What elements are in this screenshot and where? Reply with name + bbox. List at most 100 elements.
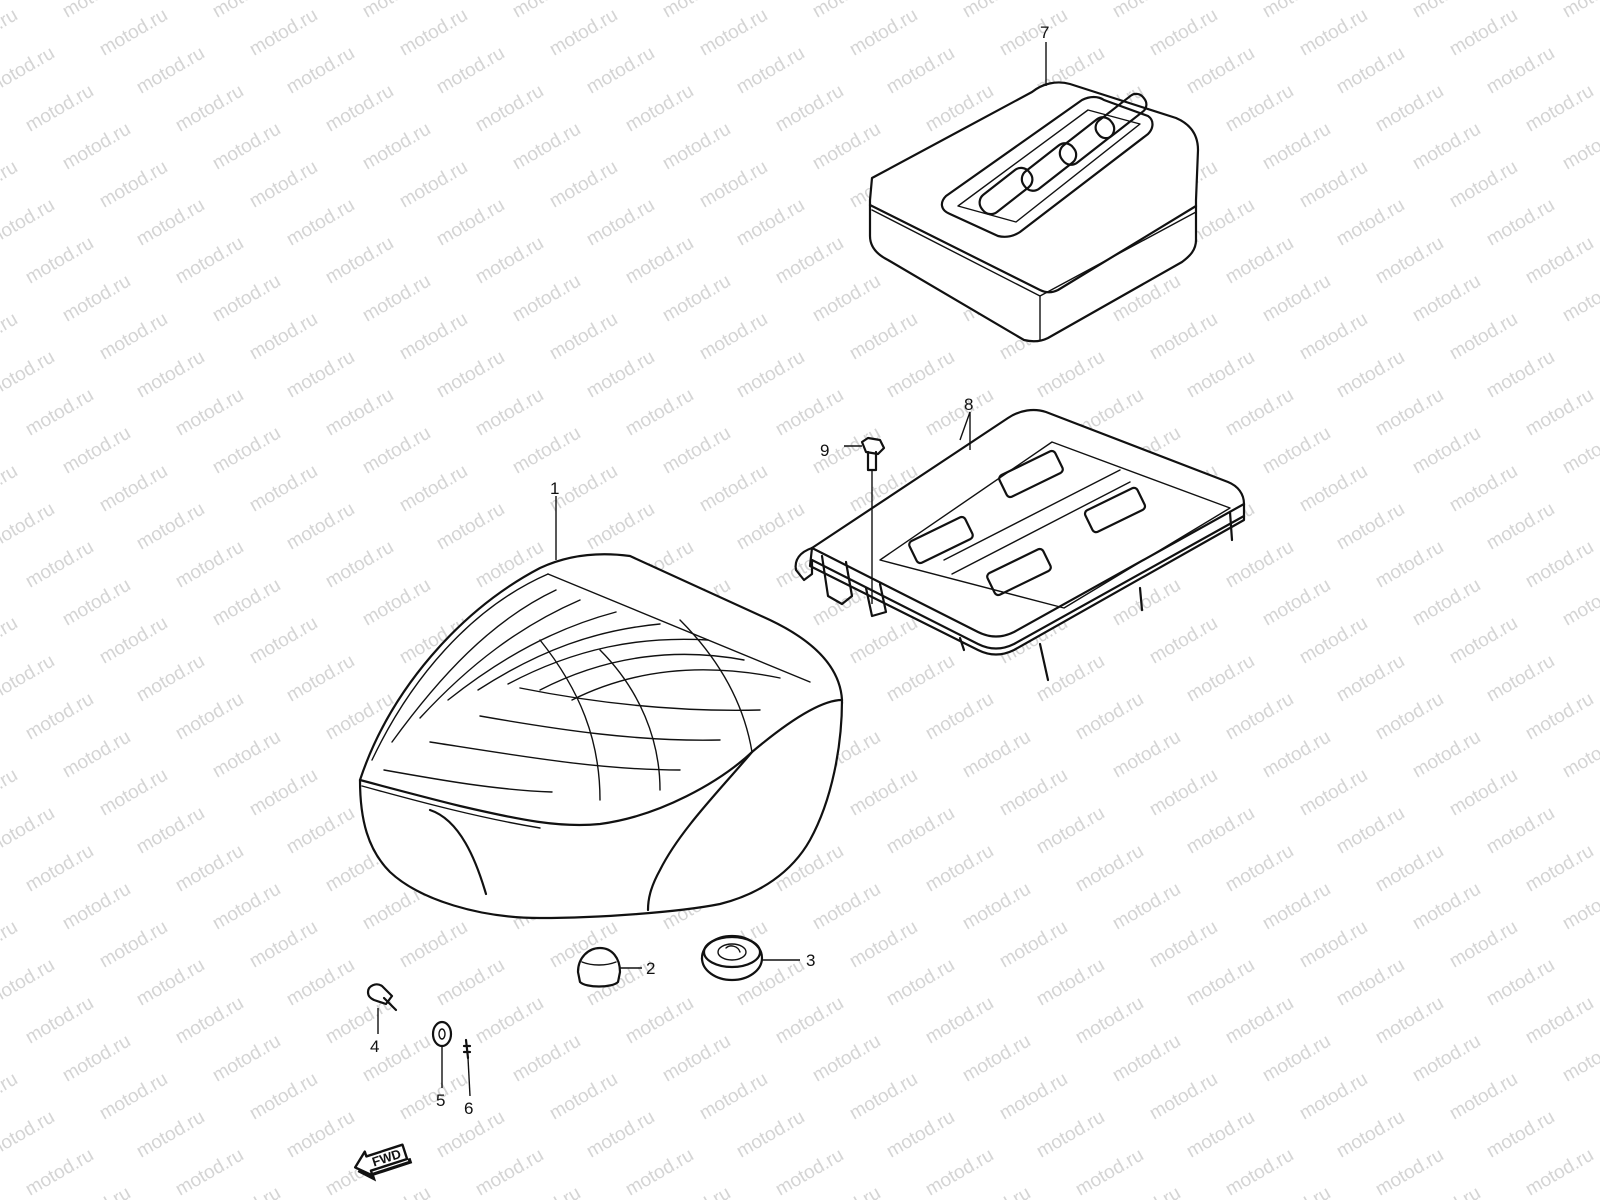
watermark-text: motod.ru (659, 271, 734, 327)
watermark-text: motod.ru (1372, 385, 1447, 441)
callout-8: 8 (964, 395, 973, 414)
watermark-text: motod.ru (883, 803, 958, 859)
watermark-text: motod.ru (1296, 613, 1371, 669)
watermark-text: motod.ru (1222, 841, 1297, 897)
watermark-text: motod.ru (1146, 5, 1221, 61)
watermark-text: motod.ru (509, 119, 584, 175)
watermark-text: motod.ru (846, 309, 921, 365)
watermark-text: motod.ru (772, 385, 847, 441)
watermark-text: motod.ru (1296, 5, 1371, 61)
watermark-text: motod.ru (172, 993, 247, 1049)
watermark-text: motod.ru (696, 309, 771, 365)
callout-7: 7 (1040, 23, 1049, 42)
part-rear-carrier (794, 408, 1246, 682)
watermark-text: motod.ru (172, 81, 247, 137)
watermark-text: motod.ru (22, 537, 97, 593)
watermark-text: motod.ru (396, 1069, 471, 1125)
watermark-text: motod.ru (509, 1031, 584, 1087)
watermark-text: motod.ru (172, 1145, 247, 1200)
watermark-text: motod.ru (359, 1183, 434, 1200)
watermark-text: motod.ru (1222, 537, 1297, 593)
watermark-text: motod.ru (622, 385, 697, 441)
watermark-text: motod.ru (996, 765, 1071, 821)
watermark-text: motod.ru (433, 955, 508, 1011)
watermark-text: motod.ru (1522, 841, 1597, 897)
watermark-text: motod.ru (1522, 537, 1597, 593)
watermark-text: motod.ru (659, 0, 734, 22)
watermark-text: motod.ru (22, 233, 97, 289)
watermark-text: motod.ru (96, 613, 171, 669)
watermark-text: motod.ru (1596, 157, 1600, 213)
watermark-text: motod.ru (583, 499, 658, 555)
watermark-text: motod.ru (433, 43, 508, 99)
watermark-text: motod.ru (1483, 499, 1558, 555)
watermark-text: motod.ru (472, 81, 547, 137)
watermark-text: motod.ru (1409, 879, 1484, 935)
watermark-text: motod.ru (1372, 81, 1447, 137)
watermark-text: motod.ru (133, 651, 208, 707)
watermark-text: motod.ru (96, 5, 171, 61)
watermark-text: motod.ru (1146, 309, 1221, 365)
watermark-text: motod.ru (246, 917, 321, 973)
watermark-text: motod.ru (1259, 423, 1334, 479)
watermark-text: motod.ru (59, 119, 134, 175)
watermark-text: motod.ru (1483, 347, 1558, 403)
watermark-text: motod.ru (1409, 423, 1484, 479)
watermark-text: motod.ru (209, 575, 284, 631)
watermark-text: motod.ru (209, 423, 284, 479)
watermark-text: motod.ru (1596, 1069, 1600, 1125)
watermark-text: motod.ru (1183, 803, 1258, 859)
watermark-text: motod.ru (0, 917, 21, 973)
callout-3: 3 (806, 951, 815, 970)
watermark-text: motod.ru (1522, 1145, 1597, 1200)
watermark-text: motod.ru (959, 0, 1034, 22)
watermark-text: motod.ru (733, 195, 808, 251)
watermark-text: motod.ru (509, 423, 584, 479)
watermark-text: motod.ru (846, 5, 921, 61)
callout-4: 4 (370, 1037, 379, 1056)
watermark-text: motod.ru (1559, 1031, 1600, 1087)
watermark-text: motod.ru (996, 917, 1071, 973)
watermark-text: motod.ru (1146, 765, 1221, 821)
part-seat (358, 553, 844, 920)
watermark-text: motod.ru (322, 81, 397, 137)
watermark-text: motod.ru (283, 195, 358, 251)
watermark-text: motod.ru (1109, 0, 1184, 22)
watermark-text: motod.ru (59, 0, 134, 22)
watermark-text: motod.ru (133, 43, 208, 99)
watermark-text: motod.ru (59, 879, 134, 935)
watermark-text: motod.ru (1109, 727, 1184, 783)
watermark-text: motod.ru (1072, 1145, 1147, 1200)
watermark-text: motod.ru (996, 1069, 1071, 1125)
watermark-text: motod.ru (0, 43, 58, 99)
watermark-text: motod.ru (1333, 347, 1408, 403)
part-carrier-bolt (860, 436, 886, 472)
watermark-text: motod.ru (22, 81, 97, 137)
watermark-text: motod.ru (583, 195, 658, 251)
watermark-text: motod.ru (1296, 1069, 1371, 1125)
watermark-text: motod.ru (1033, 1107, 1108, 1163)
watermark-text: motod.ru (1483, 43, 1558, 99)
watermark-text: motod.ru (883, 955, 958, 1011)
watermark-text: motod.ru (322, 233, 397, 289)
watermark-text: motod.ru (1409, 0, 1484, 22)
watermark-text: motod.ru (922, 1145, 997, 1200)
watermark-text: motod.ru (1559, 1183, 1600, 1200)
watermark-text: motod.ru (922, 689, 997, 745)
watermark-text: motod.ru (396, 917, 471, 973)
watermark-text: motod.ru (359, 423, 434, 479)
watermark-text: motod.ru (1222, 385, 1297, 441)
watermark-text: motod.ru (1522, 81, 1597, 137)
watermark-text: motod.ru (659, 423, 734, 479)
watermark-text: motod.ru (22, 385, 97, 441)
watermark-text: motod.ru (846, 613, 921, 669)
watermark-text: motod.ru (96, 917, 171, 973)
watermark-text: motod.ru (1409, 575, 1484, 631)
watermark-text: motod.ru (133, 1107, 208, 1163)
watermark-text: motod.ru (1259, 271, 1334, 327)
watermark-text: motod.ru (1033, 955, 1108, 1011)
watermark-text: motod.ru (1072, 841, 1147, 897)
watermark-text: motod.ru (246, 157, 321, 213)
watermark-text: motod.ru (1259, 1031, 1334, 1087)
watermark-text: motod.ru (1146, 917, 1221, 973)
